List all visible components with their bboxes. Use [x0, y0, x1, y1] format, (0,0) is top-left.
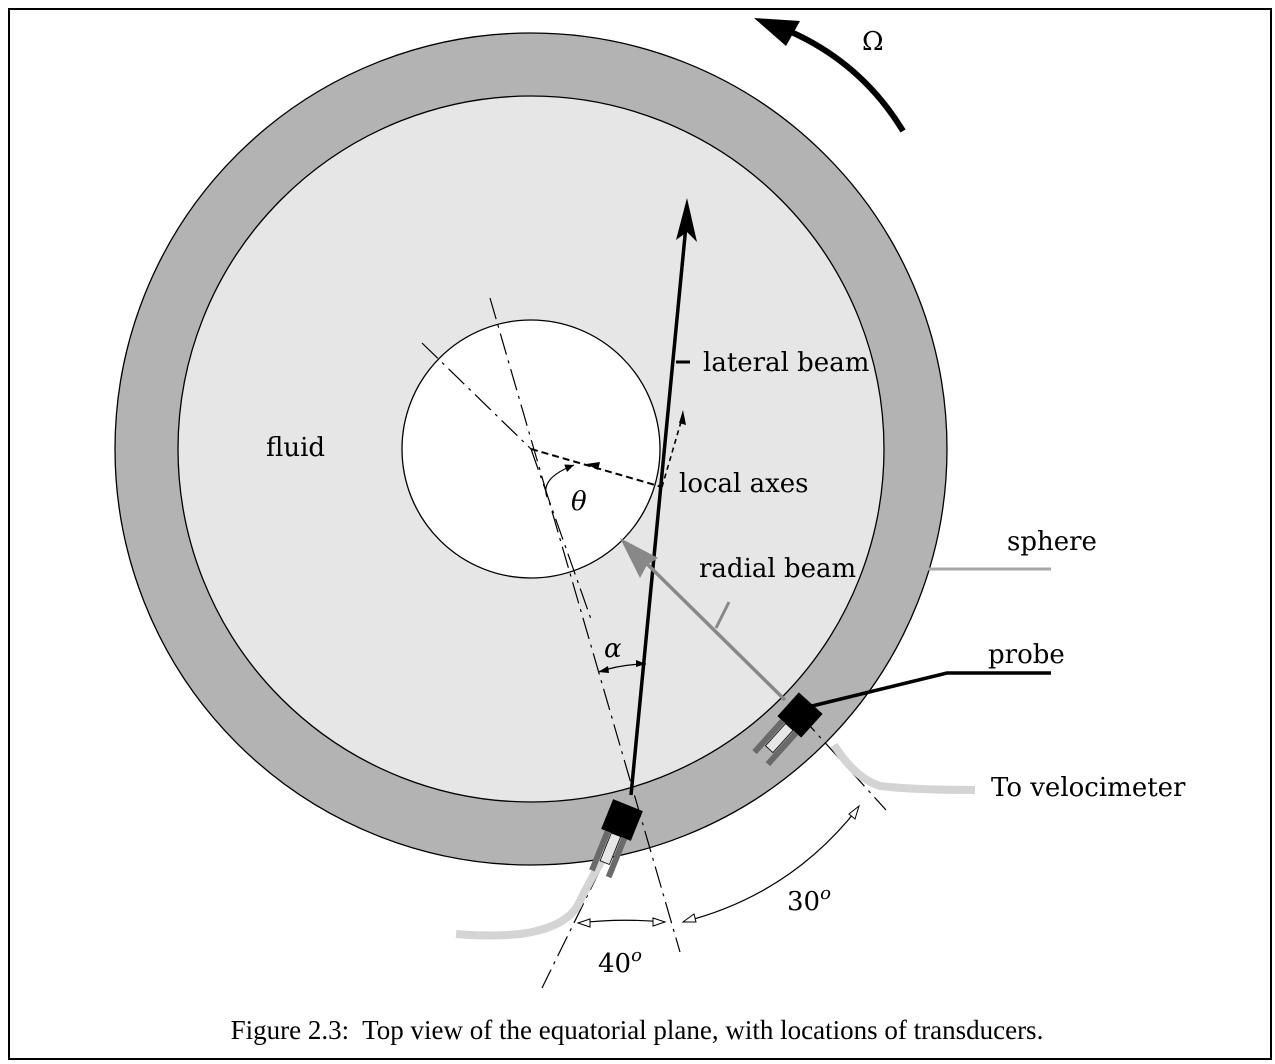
angle-40-head-right: [652, 917, 667, 927]
probe-leader: [807, 671, 1051, 709]
radial-beam-tick: [714, 601, 731, 629]
alpha-arc-head-right: [636, 660, 646, 667]
angle-40-head-left: [576, 918, 591, 928]
angle-30-head-left: [681, 913, 697, 923]
radial-beam-arrowhead: [620, 538, 658, 578]
sphere-label: sphere: [1007, 527, 1097, 557]
local-axis-tangent-head: [679, 410, 686, 425]
angle-30-degree: o: [820, 883, 831, 904]
radial-beam: [638, 555, 787, 702]
angle-40-degree: o: [631, 945, 642, 966]
figure-caption: Figure 2.3: Top view of the equatorial p…: [231, 1015, 1044, 1045]
theta-label: θ: [571, 487, 587, 517]
local-axes-label: local axes: [679, 469, 809, 499]
reference-axis-line: [421, 342, 532, 450]
angle-40-line-lower: [541, 869, 601, 989]
transducer-axis-line: [489, 297, 681, 953]
alpha-label: α: [604, 634, 622, 664]
alpha-arc-head-left: [598, 666, 609, 673]
theta-arc: [545, 464, 575, 498]
local-axis-radial-head: [586, 462, 600, 470]
angle-30-head-right: [848, 804, 860, 820]
figure-border: [8, 8, 1272, 1060]
lateral-beam: [629, 214, 689, 796]
omega-label: Ω: [862, 27, 884, 57]
angle-40-line: [530, 448, 593, 623]
angle-30-value: 30: [787, 887, 820, 917]
velocimeter-cable-right: [830, 742, 976, 794]
angle-30-arc: [682, 807, 859, 923]
velocimeter-cable-left: [455, 847, 612, 940]
radial-beam-label: radial beam: [699, 554, 856, 584]
to-velocimeter-label: To velocimeter: [991, 773, 1186, 803]
lateral-beam-arrowhead: [676, 198, 697, 242]
lateral-transducer: [589, 799, 643, 879]
local-axis-tangent: [661, 414, 684, 488]
probe-label: probe: [988, 640, 1065, 670]
angle-40-arc: [577, 919, 666, 924]
radial-transducer: [752, 692, 823, 767]
angle-40-value: 40: [598, 949, 631, 979]
rotation-arrowhead: [754, 18, 800, 46]
angle-40-label: 40o: [598, 945, 642, 979]
rotation-arc: [780, 25, 906, 133]
angle-30-label: 30o: [787, 883, 831, 917]
fluid-label: fluid: [266, 433, 325, 463]
lateral-beam-label: lateral beam: [703, 348, 869, 378]
radial-probe-axis: [799, 714, 887, 811]
